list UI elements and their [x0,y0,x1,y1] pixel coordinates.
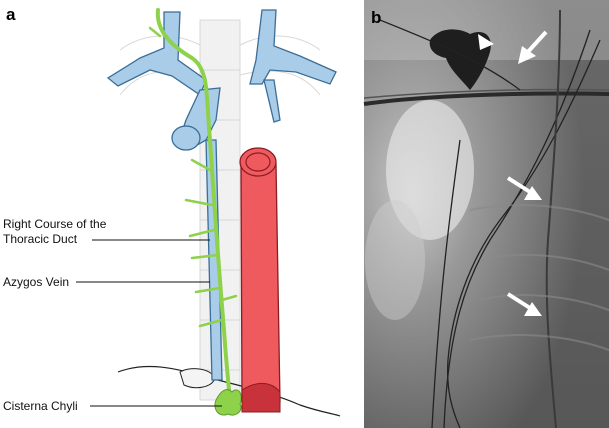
label-thoracic-duct-line2: Thoracic Duct [3,232,78,246]
cisterna-chyli-shape [214,389,242,416]
venous-system [106,9,337,381]
label-cisterna-chyli: Cisterna Chyli [3,399,78,413]
aorta [239,147,281,413]
contrast-collection [429,29,491,90]
rib-shadows [469,204,609,351]
thoracic-duct [148,8,238,402]
white-arrows [506,30,548,316]
horizontal-line [363,91,609,106]
panel-a-letter: a [6,5,16,24]
panel-b-letter: b [371,8,382,27]
leader-lines [76,239,222,407]
label-azygos-vein: Azygos Vein [3,275,70,289]
label-thoracic-duct-line1: Right Course of the [3,217,107,231]
arrow-bottom [506,292,542,316]
arrow-middle [506,176,542,200]
guidewires [379,9,601,428]
arrowhead-marker [478,34,494,50]
label-right-thoracic-duct: Right Course of the Thoracic Duct [3,217,106,247]
arrow-top [518,30,548,64]
